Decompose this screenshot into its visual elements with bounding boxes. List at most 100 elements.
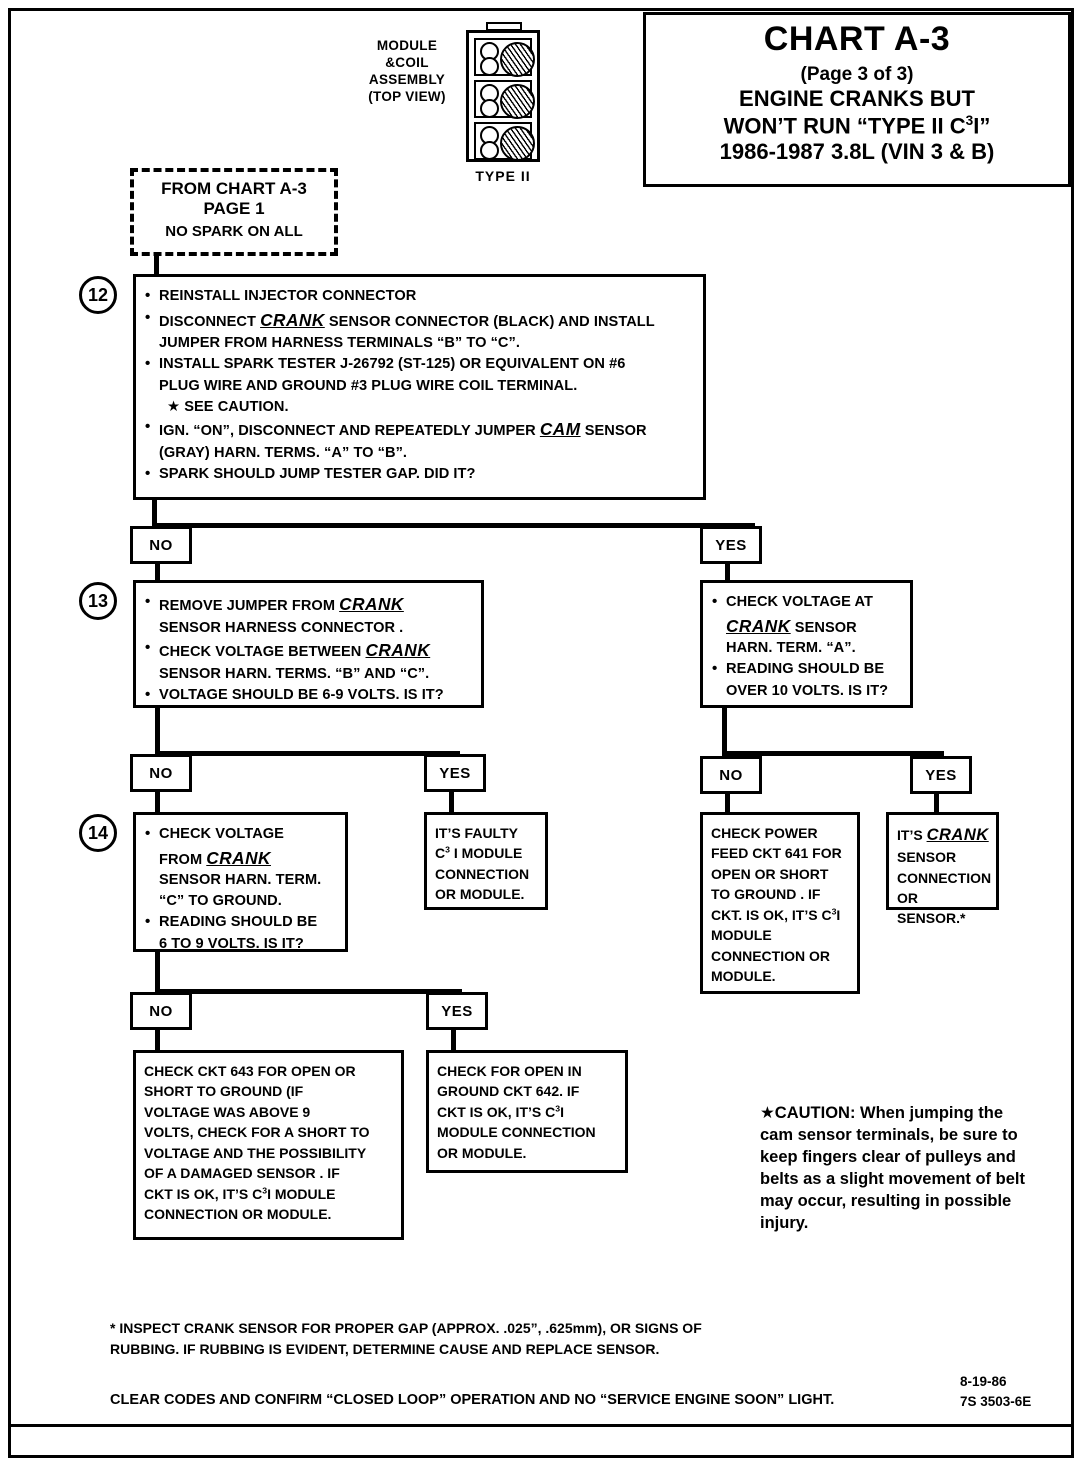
entry-line-1: FROM CHART A-3 bbox=[161, 179, 307, 198]
caution-note: ★CAUTION: When jumping the cam sensor te… bbox=[760, 1104, 1025, 1232]
branch-yes-rightvoltage[interactable]: YES bbox=[910, 756, 972, 794]
cs-line-1: IT’S CRANK bbox=[897, 823, 989, 847]
module-label-line4: (TOP VIEW) bbox=[368, 88, 446, 104]
pf-line-5: CKT. IS OK, IT’S C3I bbox=[711, 905, 850, 925]
coil-cell-2 bbox=[474, 80, 535, 119]
branch-yes-step12[interactable]: YES bbox=[700, 526, 762, 564]
rb-cv-bullet-2-cont: OVER 10 VOLTS. IS IT? bbox=[726, 682, 889, 699]
step12-bullet-2-cont: JUMPER FROM HARNESS TERMINALS “B” TO “C”… bbox=[159, 335, 520, 352]
subtitle2-pre: WON’T RUN “TYPE II C bbox=[723, 112, 966, 138]
faulty-l2-b: I MODULE bbox=[449, 845, 523, 862]
connector-no13-to-step14 bbox=[155, 792, 160, 812]
entry-line-3: NO SPARK ON ALL bbox=[165, 222, 303, 240]
entry-line-2: PAGE 1 bbox=[203, 199, 265, 219]
step-13-box: REMOVE JUMPER FROM CRANK SENSOR HARNESS … bbox=[133, 580, 484, 708]
step12-bullet-2: DISCONNECT CRANK SENSOR CONNECTOR (BLACK… bbox=[145, 307, 695, 333]
pf-l5-sup: 3 bbox=[831, 906, 837, 917]
ckt643-line-1: CHECK CKT 643 FOR OPEN OR bbox=[144, 1063, 356, 1079]
cs-emphasis: CRANK bbox=[926, 825, 989, 844]
branch-no-step13[interactable]: NO bbox=[130, 754, 192, 792]
step13-bullet-2: CHECK VOLTAGE BETWEEN CRANK bbox=[145, 637, 473, 663]
step14-b1-pre: FROM bbox=[159, 851, 207, 868]
faulty-line-4: OR MODULE. bbox=[435, 886, 525, 903]
branch-yes-step14[interactable]: YES bbox=[426, 992, 488, 1030]
footer-document-code: 8-19-86 7S 3503-6E bbox=[960, 1372, 1070, 1411]
faulty-l2-sup: 3 bbox=[445, 844, 450, 855]
step12-see-caution: ★ SEE CAUTION. bbox=[167, 398, 289, 415]
module-type-caption: TYPE II bbox=[475, 168, 531, 184]
step14-b1-cont3: “C” TO GROUND. bbox=[159, 893, 282, 910]
step12-b2-post: SENSOR CONNECTOR (BLACK) AND INSTALL bbox=[324, 313, 655, 330]
pf-line-8: MODULE. bbox=[711, 968, 776, 985]
ckt643-line-2: SHORT TO GROUND (IF bbox=[144, 1083, 304, 1100]
footer-date: 8-19-86 bbox=[960, 1374, 1007, 1389]
footnote-line-1: * INSPECT CRANK SENSOR FOR PROPER GAP (A… bbox=[110, 1320, 702, 1336]
step14-bullet-1: CHECK VOLTAGE bbox=[145, 823, 337, 845]
module-label-line2: &COIL bbox=[385, 54, 429, 70]
step12-bullet-4: IGN. “ON”, DISCONNECT AND REPEATEDLY JUM… bbox=[145, 416, 695, 442]
footer-clear-codes-note: CLEAR CODES AND CONFIRM “CLOSED LOOP” OP… bbox=[110, 1392, 835, 1408]
footnote-star-note: * INSPECT CRANK SENSOR FOR PROPER GAP (A… bbox=[110, 1318, 910, 1360]
ckt642-line-3: CKT IS OK, IT’S C3I bbox=[437, 1102, 618, 1122]
faulty-line-3: CONNECTION bbox=[435, 865, 530, 882]
cs-line-3: CONNECTION bbox=[897, 869, 992, 886]
pf-line-1: CHECK POWER bbox=[711, 825, 818, 841]
connector-no-rb-to-powerfeed bbox=[725, 794, 730, 812]
ckt643-l7-a: CKT IS OK, IT’S C bbox=[144, 1185, 263, 1202]
chart-title-block: CHART A-3 (Page 3 of 3) ENGINE CRANKS BU… bbox=[643, 12, 1071, 187]
footer-doc-number: 7S 3503-6E bbox=[960, 1393, 1032, 1409]
ckt643-line-6: OF A DAMAGED SENSOR . IF bbox=[144, 1165, 340, 1182]
pf-line-4: TO GROUND . IF bbox=[711, 886, 821, 903]
step12-bullet-3: INSTALL SPARK TESTER J-26792 (ST-125) OR… bbox=[145, 353, 695, 375]
branch-no-rightvoltage[interactable]: NO bbox=[700, 756, 762, 794]
connector-entry-to-step12 bbox=[154, 256, 159, 276]
connector-step14-horizontal bbox=[155, 989, 462, 994]
chart-subtitle-line2: WON’T RUN “TYPE II C3I” bbox=[646, 113, 1068, 140]
step14-b1-cont2: SENSOR HARN. TERM. bbox=[159, 872, 322, 889]
rb-cv-bullet-1: CHECK VOLTAGE AT bbox=[712, 591, 902, 613]
entry-from-chart-box: FROM CHART A-3 PAGE 1 NO SPARK ON ALL bbox=[130, 168, 338, 256]
rb-cv-bullet-2: READING SHOULD BE bbox=[712, 658, 902, 680]
ckt642-line-1: CHECK FOR OPEN IN bbox=[437, 1063, 582, 1079]
ckt-643-box: CHECK CKT 643 FOR OPEN OR SHORT TO GROUN… bbox=[133, 1050, 404, 1240]
connector-rb-down bbox=[722, 708, 727, 756]
step13-b2-emphasis: CRANK bbox=[365, 640, 431, 661]
step14-bullet-2-cont: 6 TO 9 VOLTS. IS IT? bbox=[159, 935, 304, 952]
branch-yes-step13[interactable]: YES bbox=[424, 754, 486, 792]
power-feed-ckt641-box: CHECK POWER FEED CKT 641 FOR OPEN OR SHO… bbox=[700, 812, 860, 994]
step12-b4-pre: IGN. “ON”, DISCONNECT AND REPEATEDLY JUM… bbox=[159, 423, 540, 440]
branch-no-step14[interactable]: NO bbox=[130, 992, 192, 1030]
connector-step12-horizontal bbox=[152, 523, 755, 528]
connector-step13-horizontal bbox=[155, 751, 460, 756]
module-label-line1: MODULE bbox=[376, 38, 438, 53]
ckt642-line-5: OR MODULE. bbox=[437, 1144, 527, 1161]
faulty-l2-a: C bbox=[435, 845, 446, 862]
cs-line-2: SENSOR bbox=[897, 849, 957, 866]
chart-subtitle-line3: 1986-1987 3.8L (VIN 3 & B) bbox=[719, 139, 995, 165]
connector-rb-horizontal bbox=[722, 751, 944, 756]
page-border bbox=[8, 8, 1074, 1458]
step12-bullet-4-cont: (GRAY) HARN. TERMS. “A” TO “B”. bbox=[159, 445, 408, 462]
step12-b4-emphasis: CAM bbox=[539, 419, 581, 440]
pf-line-3: OPEN OR SHORT bbox=[711, 865, 829, 882]
step12-bullet-1: REINSTALL INJECTOR CONNECTOR bbox=[145, 285, 695, 307]
cs-l1-pre: IT’S bbox=[897, 827, 927, 843]
ckt642-line-4: MODULE CONNECTION bbox=[437, 1124, 596, 1141]
footnote-line-2: RUBBING. IF RUBBING IS EVIDENT, DETERMIN… bbox=[110, 1341, 660, 1357]
branch-no-step12[interactable]: NO bbox=[130, 526, 192, 564]
step12-b2-pre: DISCONNECT bbox=[159, 313, 261, 330]
connector-yes-rb-to-cranksensor bbox=[934, 794, 939, 812]
step12-b4-post: SENSOR bbox=[580, 423, 647, 440]
chart-subtitle-line1: ENGINE CRANKS BUT bbox=[739, 86, 975, 112]
connector-yes13-to-faulty bbox=[449, 792, 454, 812]
faulty-c3i-module-box: IT’S FAULTY C3 I MODULE CONNECTION OR MO… bbox=[424, 812, 548, 910]
connector-no14-to-ckt643 bbox=[155, 1030, 160, 1052]
ckt643-line-7: CKT IS OK, IT’S C3I MODULE bbox=[144, 1184, 394, 1204]
pf-line-7: CONNECTION OR bbox=[711, 947, 830, 964]
step13-b2-pre: CHECK VOLTAGE BETWEEN bbox=[159, 644, 366, 661]
ckt642-l3-b: I bbox=[560, 1103, 564, 1120]
step-14-box: CHECK VOLTAGE FROM CRANK SENSOR HARN. TE… bbox=[133, 812, 348, 952]
ckt643-line-5: VOLTAGE AND THE POSSIBILITY bbox=[144, 1144, 367, 1161]
coil-cell-1 bbox=[474, 38, 535, 77]
cs-line-4: OR SENSOR.* bbox=[897, 889, 966, 927]
